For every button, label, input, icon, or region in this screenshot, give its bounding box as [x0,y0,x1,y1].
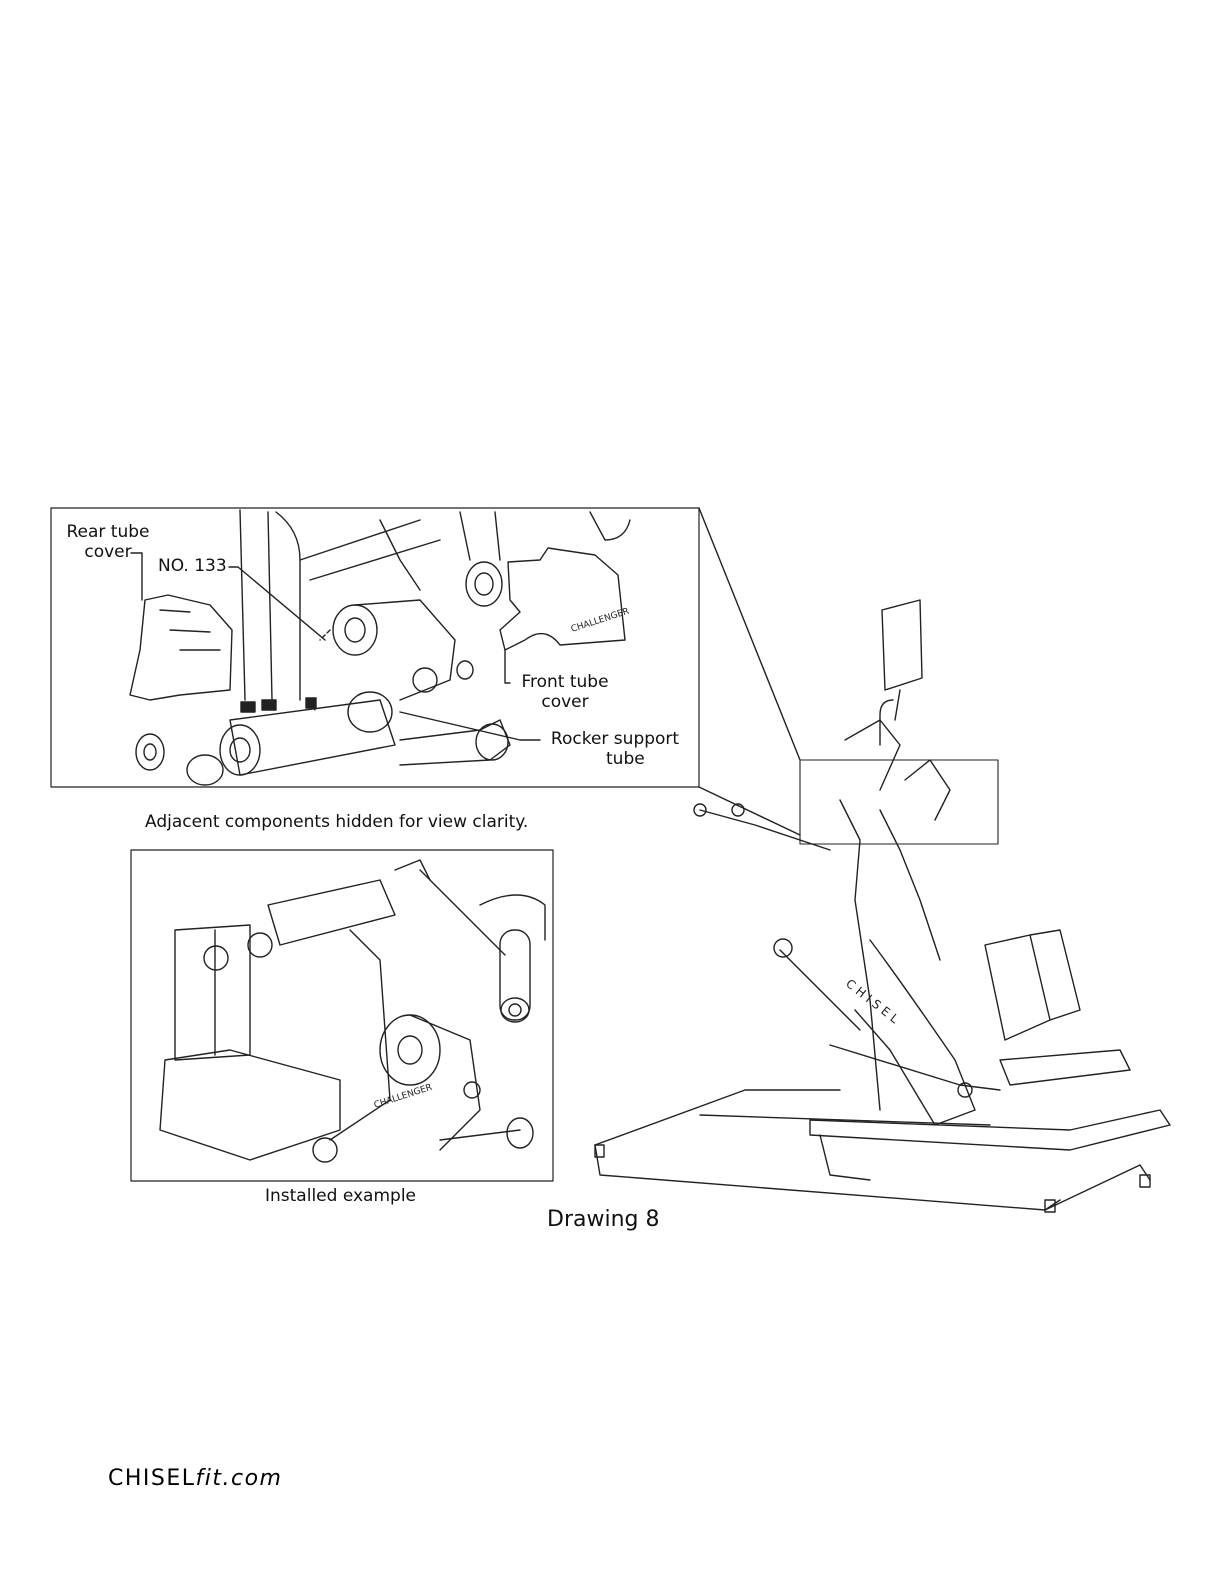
detail-note-caption: Adjacent components hidden for view clar… [145,814,528,831]
installed-cover-marking-text: CHALLENGER [373,1083,434,1111]
footer-brand-main: CHISEL [108,1466,196,1491]
machine-overview: CHISEL [595,600,1170,1212]
rear-tube-cover-label: Rear tube cover [58,524,158,561]
front-tube-cover-line2: cover [510,694,620,711]
callout-leaders [131,553,540,740]
cover-marking-text: CHALLENGER [570,607,631,635]
front-tube-cover-label: Front tube cover [510,674,620,711]
rear-tube-cover-line2: cover [58,544,158,561]
installed-example-caption: Installed example [265,1188,416,1205]
rocker-support-tube-line2: tube [540,751,690,768]
drawing-title: Drawing 8 [547,1209,659,1231]
footer-brand-suffix: fit.com [196,1466,283,1491]
rear-tube-cover-line1: Rear tube [58,524,158,541]
view-connector-lines [699,508,998,844]
installed-view-box: CHALLENGER [131,850,553,1181]
rocker-support-tube-line1: Rocker support [540,731,690,748]
frame-marking-text: CHISEL [843,976,904,1028]
no-133-label: NO. 133 [158,558,227,575]
rocker-support-tube-label: Rocker support tube [540,731,690,768]
footer-brand-logo: CHISELfit.com [108,1466,282,1491]
front-tube-cover-line1: Front tube [510,674,620,691]
